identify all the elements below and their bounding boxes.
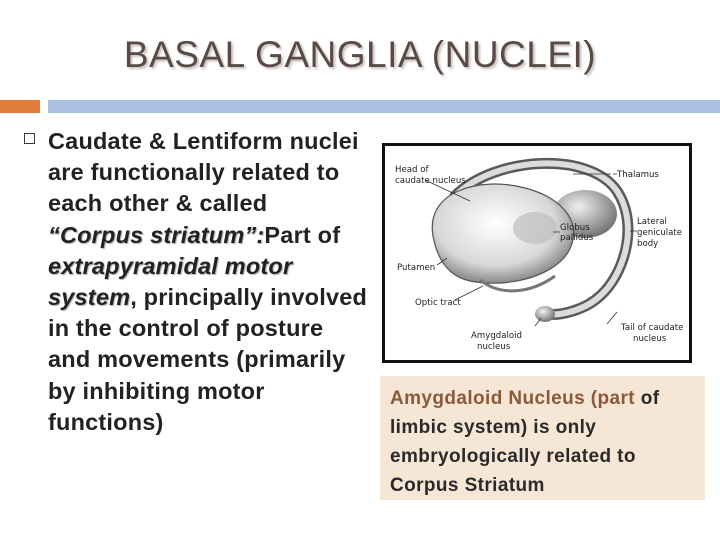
square-bullet-icon bbox=[24, 133, 35, 144]
caption-part-open: (part bbox=[585, 388, 636, 409]
label-tail-caudate-1: Tail of caudate bbox=[620, 323, 683, 333]
term-extrapyramidal: extrapyramidal motor system bbox=[48, 252, 293, 311]
label-amygdaloid-1: Amygdaloid bbox=[471, 331, 522, 341]
caption-lead: Amygdaloid Nucleus bbox=[390, 388, 586, 409]
label-amygdaloid-2: nucleus bbox=[477, 342, 511, 352]
diagram-drawing: Head of caudate nucleus Thalamus Globus … bbox=[395, 157, 683, 352]
amygdaloid-shape bbox=[535, 306, 555, 322]
caption-box: Amygdaloid Nucleus (part of limbic syste… bbox=[380, 376, 705, 500]
slide-title: BASAL GANGLIA (NUCLEI) bbox=[123, 34, 597, 75]
label-head-caudate-2: caudate nucleus bbox=[395, 176, 466, 186]
label-head-caudate-1: Head of bbox=[395, 165, 429, 175]
caption-rest: of limbic system) is only embryologicall… bbox=[390, 388, 660, 496]
body-paragraph: Caudate & Lentiform nuclei are functiona… bbox=[48, 126, 368, 438]
body-part1: Caudate & Lentiform nuclei are functiona… bbox=[48, 128, 359, 217]
optic-tract-shape bbox=[479, 274, 556, 293]
label-putamen: Putamen bbox=[397, 263, 435, 273]
accent-bar-orange bbox=[0, 100, 40, 113]
body-part2: Part of bbox=[264, 221, 341, 248]
label-lateral-3: body bbox=[637, 239, 658, 249]
label-optic-tract: Optic tract bbox=[415, 298, 461, 308]
term-corpus-striatum: “Corpus striatum”: bbox=[48, 221, 265, 248]
label-thalamus: Thalamus bbox=[616, 170, 659, 180]
basal-ganglia-diagram: Head of caudate nucleus Thalamus Globus … bbox=[382, 143, 692, 363]
lentiform-nucleus-shape bbox=[431, 183, 575, 284]
label-globus-1: Globus bbox=[560, 223, 590, 233]
label-tail-caudate-2: nucleus bbox=[633, 334, 667, 344]
label-globus-2: pallidus bbox=[560, 233, 594, 243]
label-lateral-1: Lateral bbox=[637, 217, 667, 227]
label-lateral-2: geniculate bbox=[637, 228, 682, 238]
accent-bar-blue bbox=[48, 100, 720, 113]
body-part3: , principally involved in the control of… bbox=[48, 284, 368, 435]
